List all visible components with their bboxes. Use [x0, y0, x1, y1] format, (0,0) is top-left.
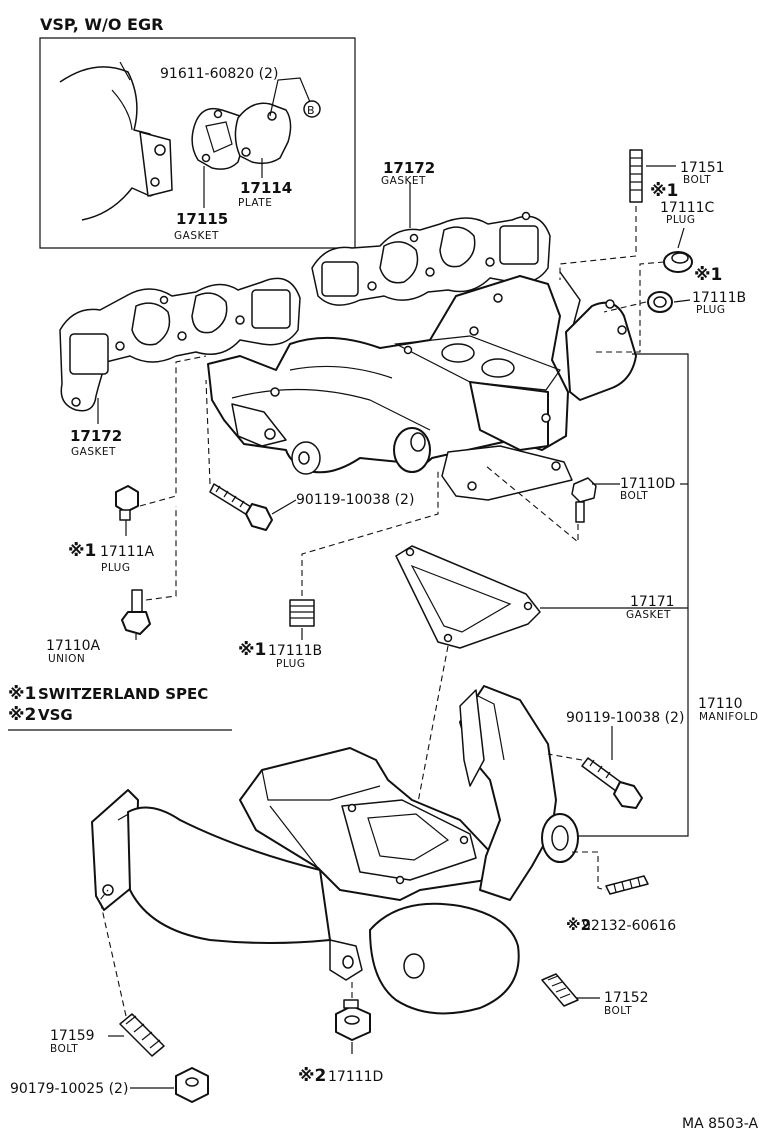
bolt-90119-upper: [209, 483, 273, 531]
gasket-lower-pn: 17172: [70, 427, 122, 445]
plug-17111c-desc: PLUG: [666, 214, 695, 226]
inset-plate-17114: [234, 102, 292, 165]
bolt-90119-lower-pn: 90119-10038 (2): [566, 710, 684, 726]
stud-92132-mark: ※2: [566, 916, 591, 934]
manifold-upper-body: [207, 271, 637, 501]
bolt-17152: [541, 973, 579, 1007]
plug-17111b-top-desc: PLUG: [696, 304, 725, 316]
plug-17111b-mid-mark: ※1: [238, 640, 266, 660]
gasket-upper-desc: GASKET: [381, 175, 426, 187]
inset-pipe-stub: [59, 66, 169, 221]
bolt-17159: [119, 1013, 165, 1057]
inset-gasket-pn: 17115: [176, 210, 228, 228]
inset-bolt-ref: 91611-60820 (2): [160, 66, 278, 82]
manifold-desc: MANIFOLD: [699, 711, 758, 723]
manifold-lower-body: [91, 685, 579, 1015]
nut-90179-pn: 90179-10025 (2): [10, 1081, 128, 1097]
nut-90179: [175, 1067, 209, 1103]
plug-17111b-top-pn: 17111B: [692, 290, 746, 306]
bolt-17159-desc: BOLT: [50, 1043, 78, 1055]
bolt-17159-pn: 17159: [50, 1028, 95, 1044]
bolt-17110d: [571, 477, 597, 523]
bolt-17151-pn: 17151: [680, 160, 725, 176]
plug-17111b-mid-desc: PLUG: [276, 658, 305, 670]
gasket-17171-desc: GASKET: [626, 609, 671, 621]
inset-gasket-desc: GASKET: [174, 230, 219, 242]
inset-bolt-marker-circle: [303, 100, 321, 118]
bolt-17110d-desc: BOLT: [620, 490, 648, 502]
note-1-text: SWITZERLAND SPEC: [38, 685, 208, 703]
inset-plate-pn: 17114: [240, 179, 292, 197]
gasket-upper-pn: 17172: [383, 159, 435, 177]
plug-17111b-top: [647, 291, 673, 313]
plug-17111d-mark: ※2: [298, 1066, 326, 1086]
inset-vsp-wo-egr: VSP, W/O EGR B 91611-60820 (2) 17114 PLA…: [39, 15, 356, 249]
plug-17111a-desc: PLUG: [101, 562, 130, 574]
plug-17111c: [663, 251, 693, 273]
footer-code: MA 8503-A: [682, 1116, 758, 1132]
bolt-17152-pn: 17152: [604, 990, 649, 1006]
plug-17111d-pn: 17111D: [328, 1069, 383, 1085]
bolt-17151: [629, 149, 643, 203]
plug-17111a-pn: 17111A: [100, 544, 155, 560]
gasket-17172-upper: [311, 211, 551, 306]
stud-92132-pn: 92132-60616: [582, 918, 676, 934]
notes-legend: ※1 SWITZERLAND SPEC ※2 VSG: [8, 684, 232, 731]
bolt-17110d-pn: 17110D: [620, 476, 675, 492]
plug-17111b-mid-pn: 17111B: [268, 643, 322, 659]
note-2-text: VSG: [38, 706, 73, 724]
note-1-mark: ※1: [8, 684, 36, 704]
gasket-17172-lower: [59, 277, 301, 412]
plug-17111a-mark: ※1: [68, 541, 96, 561]
plug-17111b-mid: [289, 599, 315, 627]
manifold-bracket-line: [574, 353, 689, 837]
plug-17111d: [335, 999, 371, 1041]
union-17110a-pn: 17110A: [46, 638, 101, 654]
gasket-17171-pn: 17171: [630, 594, 675, 610]
bolt-17152-desc: BOLT: [604, 1005, 632, 1017]
gasket-17171: [395, 545, 541, 649]
note-2-mark: ※2: [8, 705, 36, 725]
inset-bolt-marker: B: [307, 104, 315, 117]
union-17110a-desc: UNION: [48, 653, 85, 665]
inset-title: VSP, W/O EGR: [40, 15, 163, 34]
bolt-90119-upper-pn: 90119-10038 (2): [296, 492, 414, 508]
gasket-lower-desc: GASKET: [71, 446, 116, 458]
bolt-17151-desc: BOLT: [683, 174, 711, 186]
plug-17111b-top-mark: ※1: [694, 265, 722, 285]
bolt-17151-mark: ※1: [650, 181, 678, 201]
bolt-90119-lower: [581, 757, 643, 809]
plug-17111a: [115, 485, 139, 521]
manifold-pn: 17110: [698, 696, 743, 712]
plug-17111c-pn: 17111C: [660, 200, 715, 216]
inset-plate-desc: PLATE: [238, 197, 272, 209]
stud-92132: [605, 875, 649, 895]
union-17110a: [121, 589, 151, 635]
